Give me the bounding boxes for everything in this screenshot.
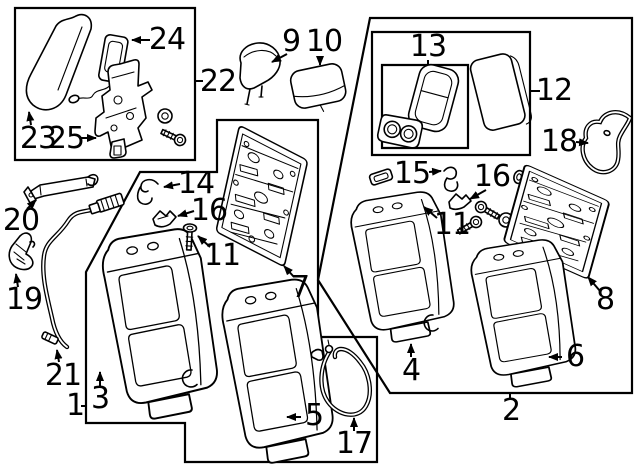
leader-19 (13, 273, 22, 288)
box-left-seatback-group (84, 118, 379, 464)
callout-23: 23 (19, 121, 57, 156)
part-seat-lock-bracket-25 (94, 59, 153, 159)
leader-11-middle (197, 235, 211, 248)
part-side-airbag-23 (25, 13, 93, 111)
callout-13: 13 (409, 29, 447, 64)
callout-9: 9 (281, 24, 301, 59)
part-hook-15 (443, 166, 459, 192)
part-c-clip-right (423, 314, 439, 332)
leader-7 (283, 265, 295, 278)
callout-16-middle: 16 (190, 193, 228, 228)
box-side-airbag-group (13, 6, 197, 162)
callout-20: 20 (2, 203, 40, 238)
callout-3: 3 (90, 381, 110, 416)
part-support-wire-18 (580, 110, 633, 175)
part-headrest-pad-10 (289, 63, 347, 112)
callout-19: 19 (5, 282, 43, 317)
callout-7: 7 (290, 270, 310, 305)
leader-11-right (423, 206, 438, 219)
callout-8: 8 (595, 282, 615, 317)
part-frame-wire-17 (310, 339, 373, 417)
part-seatback-cover-6 (467, 236, 581, 392)
part-nut-box1 (157, 108, 173, 124)
leader-21 (54, 349, 63, 363)
callout-15: 15 (393, 156, 431, 191)
leader-16-right (469, 189, 487, 200)
part-bracket-16-right (448, 193, 472, 211)
part-cupholder-insert-13 (376, 114, 424, 149)
callout-11-middle: 11 (203, 238, 241, 273)
box-armrest-group (370, 30, 532, 157)
part-release-lever-19 (8, 232, 36, 271)
leader-9 (271, 53, 288, 63)
part-c-clip-left (181, 369, 198, 388)
part-striker-bar-20 (23, 174, 99, 204)
callout-10: 10 (305, 24, 343, 59)
leader-16-middle (177, 209, 195, 218)
callout-14: 14 (177, 166, 215, 201)
leader-20 (26, 199, 37, 210)
callout-5: 5 (304, 398, 324, 433)
callout-11-right: 11 (433, 207, 471, 242)
part-hook-14 (136, 178, 159, 205)
part-bolt-box1 (158, 125, 189, 149)
leader-8 (587, 276, 601, 292)
callout-6: 6 (565, 339, 585, 374)
callout-16-right: 16 (473, 159, 511, 194)
part-grommet-pad (368, 168, 394, 186)
leader-23 (26, 111, 35, 126)
callout-25: 25 (47, 121, 85, 156)
part-release-cable-21 (41, 192, 125, 350)
callout-2: 2 (501, 393, 521, 428)
box-right-seatback-group (316, 16, 634, 395)
callout-17: 17 (335, 426, 373, 461)
callout-22: 22 (199, 64, 237, 99)
part-cupholder-tray-13 (407, 63, 460, 133)
part-bracket-16-middle (152, 210, 177, 228)
leader-18 (575, 138, 589, 147)
leader-15 (428, 167, 442, 176)
callout-1: 1 (65, 388, 85, 423)
part-armrest-pad-12 (469, 53, 532, 131)
part-seatback-cover-5 (217, 275, 339, 468)
callout-4: 4 (401, 353, 421, 388)
callout-24: 24 (148, 22, 186, 57)
callout-21: 21 (44, 358, 82, 393)
leader-14 (163, 181, 181, 190)
callout-12: 12 (535, 73, 573, 108)
callout-18: 18 (540, 124, 578, 159)
part-headrest-9 (239, 42, 281, 106)
